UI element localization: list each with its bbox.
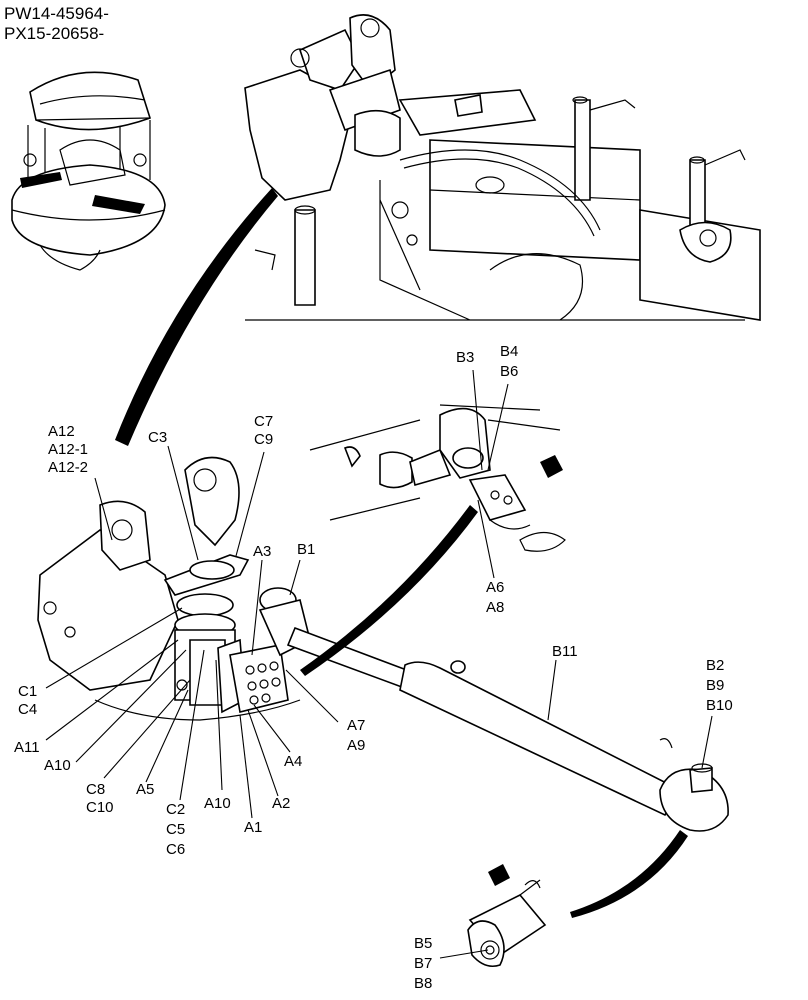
label-C4: C4 — [18, 701, 37, 718]
label-A11: A11 — [14, 739, 40, 756]
label-B3: B3 — [456, 349, 474, 366]
label-B4: B4 — [500, 343, 518, 360]
label-A8: A8 — [486, 599, 504, 616]
label-C7: C7 — [254, 413, 273, 430]
callout-swoosh-1 — [115, 188, 278, 446]
label-A1: A1 — [244, 819, 262, 836]
rod-end-detail — [309, 404, 566, 552]
label-B2: B2 — [706, 657, 724, 674]
serial-code-2: PX15-20658- — [4, 24, 105, 43]
label-B11: B11 — [552, 643, 578, 660]
part-labels: A12 A12-1 A12-2 C3 C7 C9 A3 B1 C1 C4 A11… — [14, 343, 733, 992]
label-A6: A6 — [486, 579, 504, 596]
swing-cylinder — [286, 626, 729, 832]
callout-swoosh-2 — [300, 505, 478, 676]
label-B9: B9 — [706, 677, 724, 694]
label-A7: A7 — [347, 717, 365, 734]
label-B8: B8 — [414, 975, 432, 992]
label-C3: C3 — [148, 429, 167, 446]
label-C1: C1 — [18, 683, 37, 700]
label-A9: A9 — [347, 737, 365, 754]
label-C5: C5 — [166, 821, 185, 838]
label-A4: A4 — [284, 753, 302, 770]
label-B1: B1 — [297, 541, 315, 558]
head-end-detail — [467, 864, 547, 968]
label-A10-left: A10 — [44, 757, 71, 774]
label-A3: A3 — [253, 543, 271, 560]
label-C2: C2 — [166, 801, 185, 818]
leader-lines — [45, 369, 713, 959]
label-A10-right: A10 — [204, 795, 231, 812]
frame-view — [244, 14, 761, 321]
label-A2: A2 — [272, 795, 290, 812]
grease-block — [245, 661, 281, 705]
label-A5: A5 — [136, 781, 154, 798]
label-A12-2: A12-2 — [48, 459, 88, 476]
label-B6: B6 — [500, 363, 518, 380]
serial-code-1: PW14-45964- — [4, 4, 109, 23]
label-A12-1: A12-1 — [48, 441, 88, 458]
label-C9: C9 — [254, 431, 273, 448]
label-C6: C6 — [166, 841, 185, 858]
label-C10: C10 — [86, 799, 114, 816]
callout-swoosh-3 — [570, 830, 688, 918]
machine-thumbnail — [11, 71, 166, 271]
swing-bracket-assembly — [37, 456, 311, 721]
label-B10: B10 — [706, 697, 733, 714]
label-A12: A12 — [48, 423, 75, 440]
label-B7: B7 — [414, 955, 432, 972]
label-C8: C8 — [86, 781, 105, 798]
label-B5: B5 — [414, 935, 432, 952]
